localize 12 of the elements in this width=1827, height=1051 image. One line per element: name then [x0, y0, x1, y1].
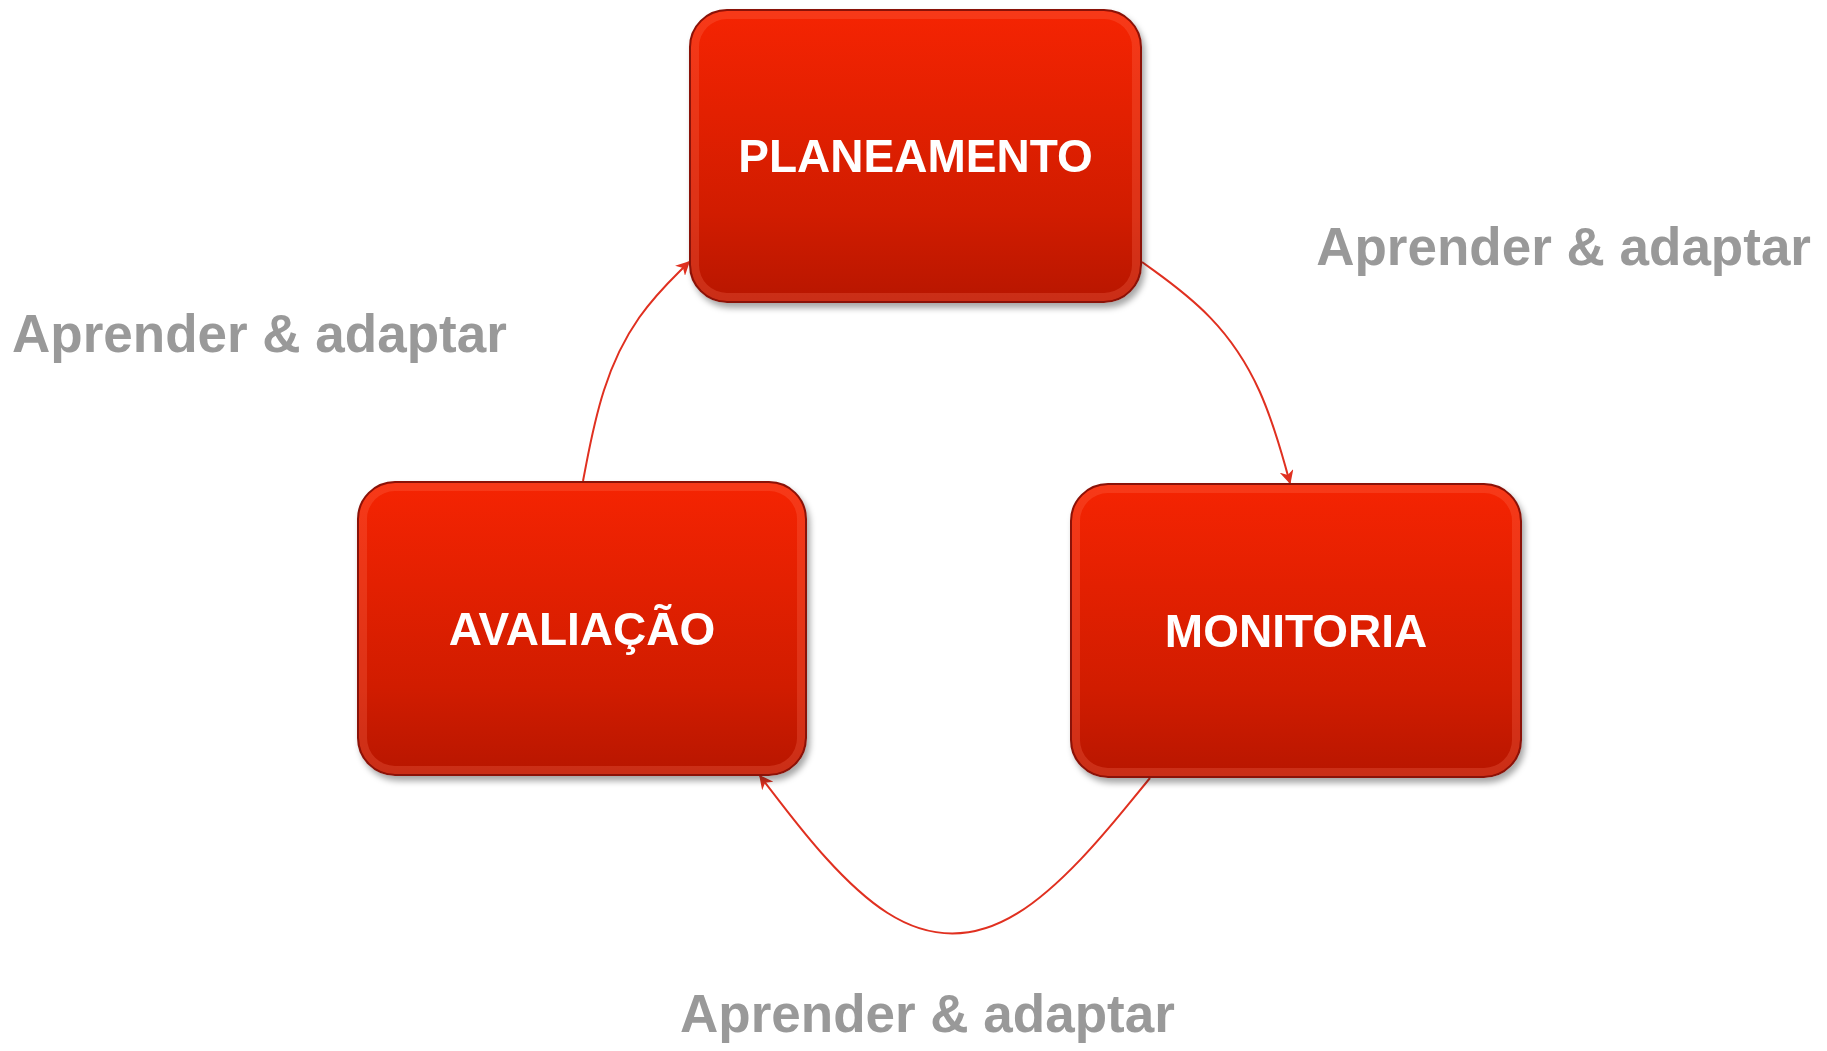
curved-arrow — [759, 774, 1151, 935]
box-label: PLANEAMENTO — [738, 129, 1093, 183]
box-label: MONITORIA — [1164, 603, 1428, 658]
box-label: AVALIAÇÃO — [448, 601, 716, 656]
process-box — [357, 481, 807, 776]
curved-arrow — [1141, 261, 1294, 485]
edge-label: Aprender & adaptar — [12, 305, 507, 364]
process-box — [1070, 483, 1522, 778]
curved-arrow — [582, 261, 690, 482]
edge-label: Aprender & adaptar — [1316, 218, 1811, 277]
process-box — [689, 9, 1142, 303]
edge-label: Aprender & adaptar — [680, 985, 1175, 1044]
